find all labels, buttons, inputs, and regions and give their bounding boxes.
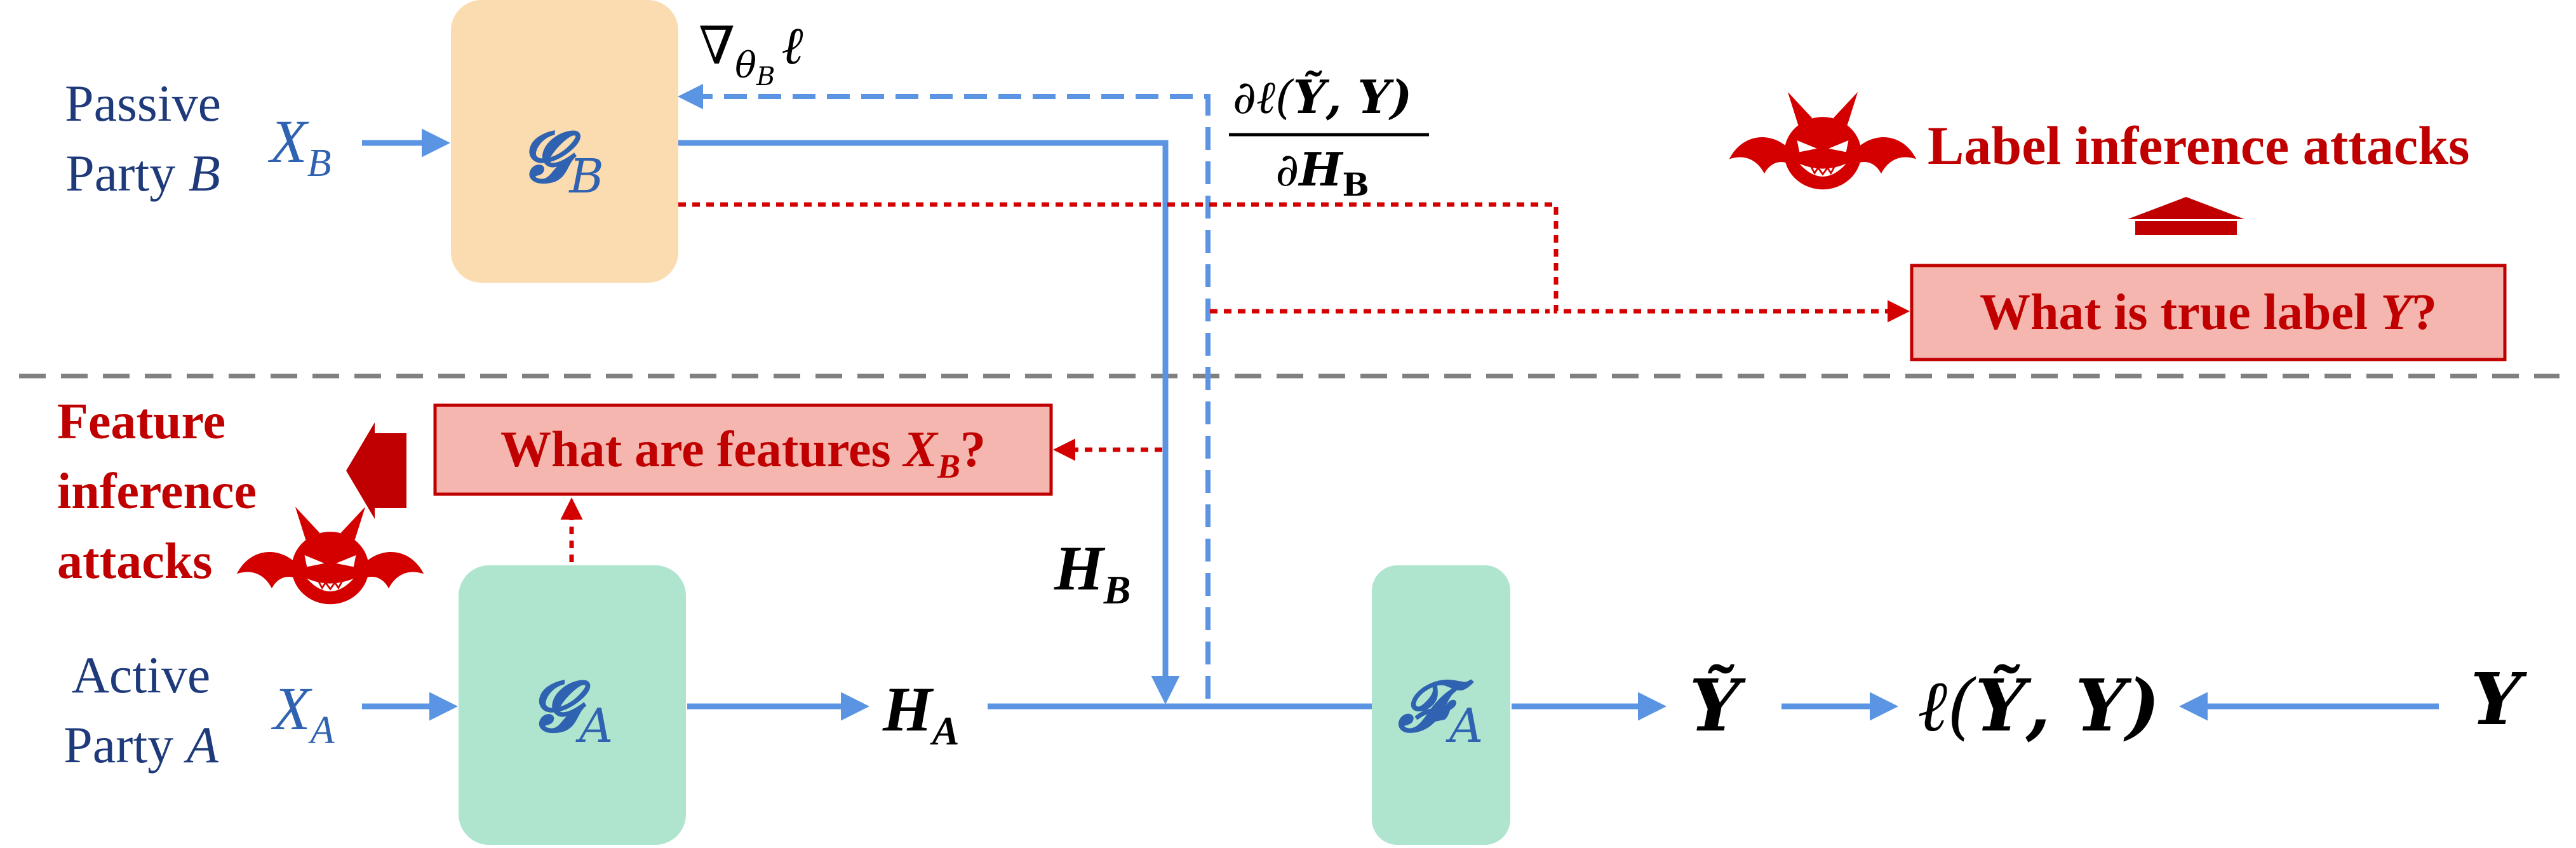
- feature-attack-title-line3: attacks: [57, 534, 212, 589]
- feature-attack-title-line1: Feature: [57, 394, 225, 450]
- gradient-backward-arrow: [678, 84, 1211, 699]
- passive-party-label-line2: Party B: [65, 144, 220, 202]
- gb-to-label-question-arrow: [678, 202, 1910, 323]
- model-gb-label: 𝓖B: [520, 116, 604, 204]
- model-gb-box: [451, 0, 678, 283]
- model-ga-box: [459, 565, 686, 845]
- label-attack-up-arrowhead: [2128, 197, 2244, 219]
- feature-attack-title-line2: inference: [57, 464, 257, 520]
- feature-attack-left-arrowhead: [346, 422, 375, 519]
- active-party-label: Active: [72, 646, 211, 704]
- partial-gradient-denominator: ∂HB: [1275, 142, 1369, 203]
- output-ytilde: Ỹ: [1689, 664, 1746, 748]
- label-attack-title: Label inference attacks: [1928, 115, 2470, 176]
- loss-function: ℓ(Ỹ, Y): [1917, 664, 2159, 748]
- true-label-y: Y: [2471, 658, 2527, 741]
- embedding-ha: HA: [882, 674, 959, 753]
- embedding-hb: HB: [1054, 533, 1130, 612]
- param-gradient-label: ∇θBℓ: [699, 16, 803, 91]
- input-xa: XA: [271, 675, 335, 752]
- feature-question-text: What are features XB?: [500, 422, 986, 485]
- feature-attack-left-arrow: [375, 433, 406, 508]
- hb-forward-arrow: [678, 140, 1180, 704]
- label-attacker-devil-icon: [1728, 91, 1917, 191]
- label-question-text: What is true label Y?: [1980, 285, 2437, 340]
- model-fa-box: [1372, 565, 1510, 845]
- feature-question-box: [433, 403, 1053, 496]
- active-party-label-line2: Party A: [64, 716, 219, 774]
- label-attack-up-arrow: [2135, 203, 2237, 235]
- input-xb: XB: [267, 107, 332, 185]
- partial-gradient-numerator: ∂ℓ(Ỹ, Y): [1233, 70, 1412, 124]
- feature-attacker-devil-icon: [236, 506, 425, 605]
- model-ga-label: 𝓖A: [530, 665, 614, 753]
- label-question-box: [1910, 264, 2507, 361]
- passive-party-label: Passive: [65, 74, 221, 132]
